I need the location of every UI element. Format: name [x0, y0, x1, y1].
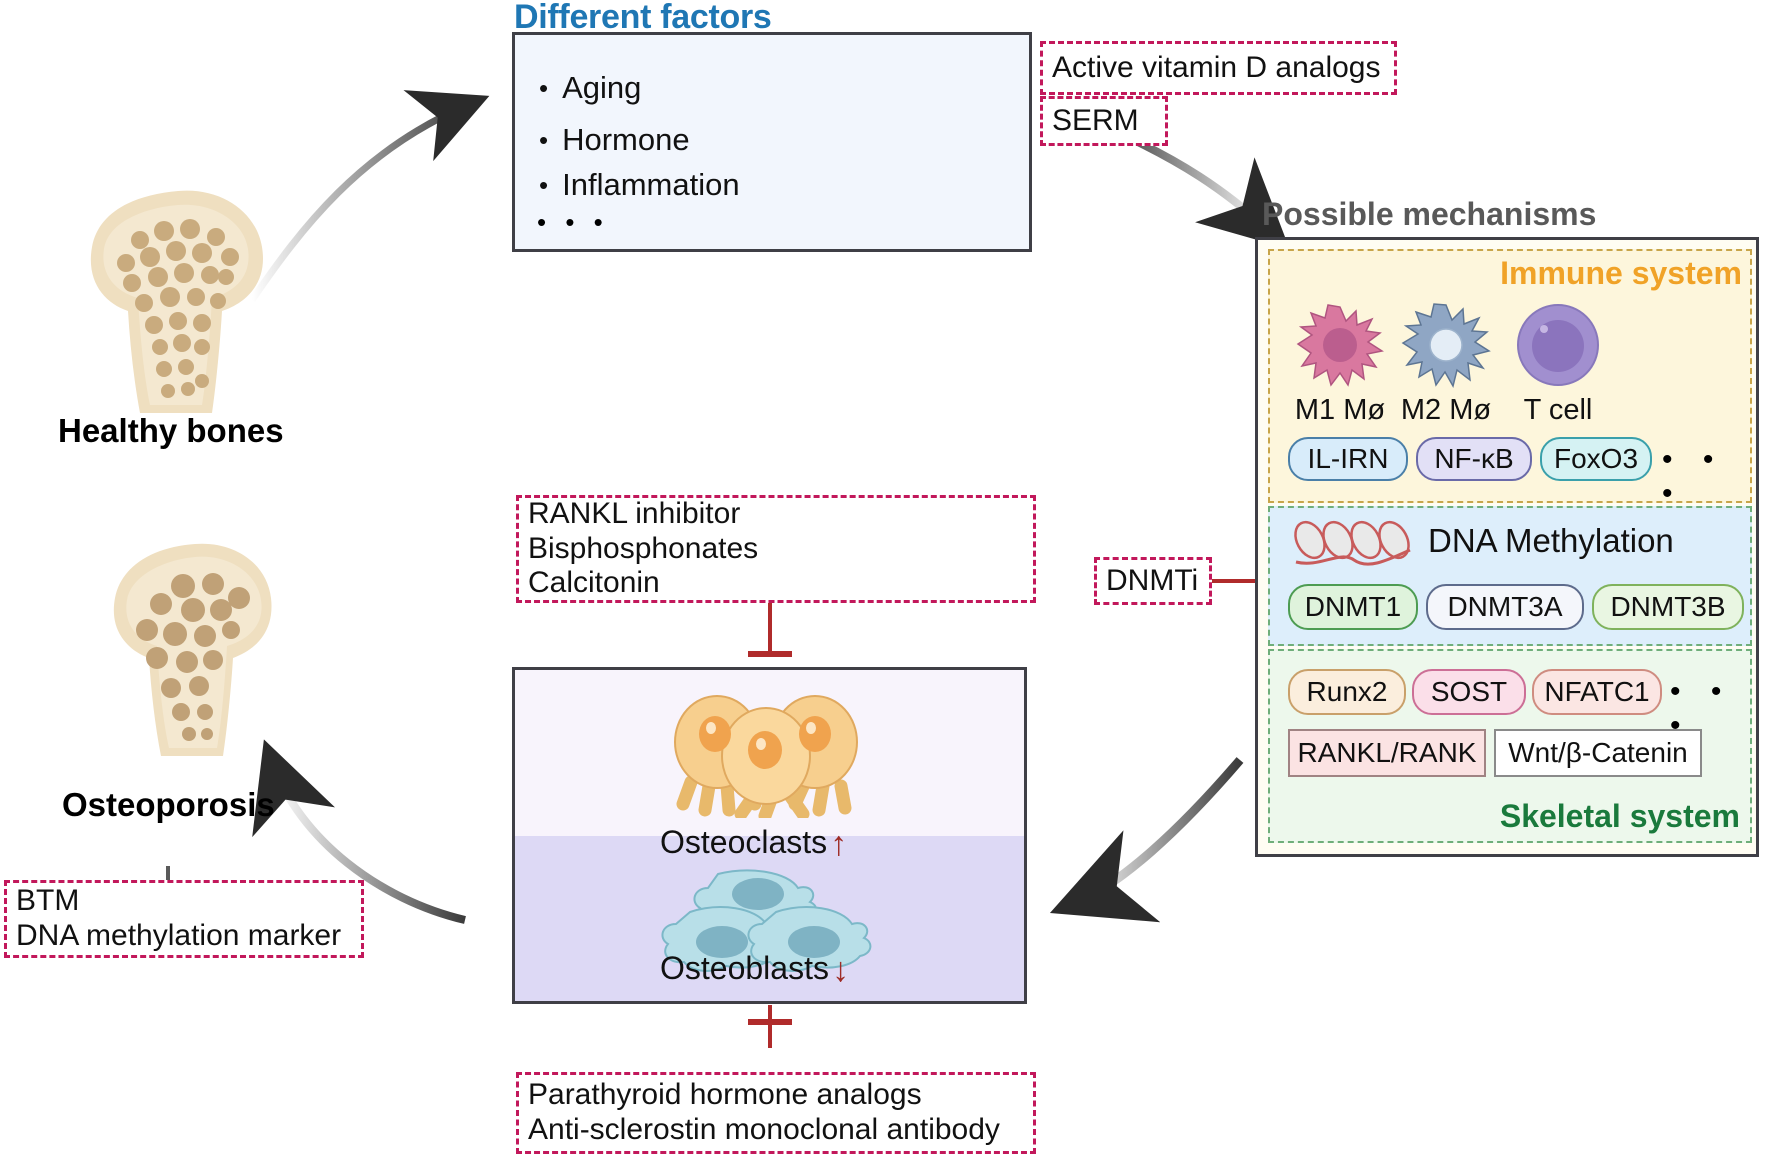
pill-dnmt3a[interactable]: DNMT3A: [1426, 584, 1584, 630]
pill-label: NF-κB: [1434, 443, 1514, 474]
immune-system-section: Immune system M1 Mø M2 Mø T cell IL-IRN: [1268, 249, 1752, 510]
osteoporosis-bone-illustration: [113, 543, 272, 756]
immune-system-label: Immune system: [1500, 255, 1742, 291]
bullet-icon: •: [539, 73, 549, 103]
immune-ellipsis: • • •: [1662, 443, 1725, 510]
m1-macrophage-label: M1 Mø: [1294, 394, 1386, 426]
pill-label: SOST: [1430, 676, 1508, 707]
pill-label: FoxO3: [1553, 443, 1639, 474]
pill-label: DNMT3A: [1447, 591, 1563, 622]
skeletal-ellipsis: • • •: [1670, 675, 1733, 742]
factor-item-hormone: • Hormone: [539, 122, 690, 158]
osteoclast-cells-icon: [674, 695, 858, 818]
osteoporosis-label: Osteoporosis: [62, 786, 275, 823]
osteoblast-agents-box[interactable]: Parathyroid hormone analogs Anti-scleros…: [516, 1072, 1036, 1154]
pill-nf-kb[interactable]: NF-κB: [1416, 437, 1532, 481]
osteoclast-inhibitors-box[interactable]: RANKL inhibitor Bisphosphonates Calciton…: [516, 495, 1036, 603]
factor-label: Aging: [562, 70, 642, 105]
tag-wnt-beta-catenin[interactable]: Wnt/β-Catenin: [1494, 729, 1702, 777]
pill-label: NFATC1: [1544, 676, 1650, 707]
osteoclast-drug-3: Calcitonin: [528, 566, 660, 600]
pill-runx2[interactable]: Runx2: [1288, 669, 1406, 715]
biomarker-line-1: BTM: [16, 884, 80, 918]
pill-il-irn[interactable]: IL-IRN: [1288, 437, 1408, 481]
skeletal-system-label: Skeletal system: [1499, 798, 1740, 834]
pill-dnmt3b[interactable]: DNMT3B: [1592, 584, 1744, 630]
pill-foxo3[interactable]: FoxO3: [1540, 437, 1652, 481]
different-factors-title: Different factors: [514, 0, 772, 36]
factor-label: Inflammation: [562, 167, 740, 202]
possible-mechanisms-panel: Immune system M1 Mø M2 Mø T cell IL-IRN: [1255, 237, 1759, 857]
factor-item-inflammation: • Inflammation: [539, 167, 740, 203]
possible-mechanisms-title: Possible mechanisms: [1262, 196, 1597, 232]
m2-macrophage-label: M2 Mø: [1400, 394, 1492, 426]
osteoblast-drug-2: Anti-sclerostin monoclonal antibody: [528, 1113, 1000, 1146]
serm-label: SERM: [1052, 103, 1139, 137]
pill-sost[interactable]: SOST: [1412, 669, 1526, 715]
different-factors-box: • Aging • Hormone • Inflammation • • •: [512, 32, 1032, 252]
bullet-icon: •: [539, 125, 549, 155]
osteoclasts-label: Osteoclasts: [660, 824, 828, 860]
biomarker-box[interactable]: BTM DNA methylation marker: [4, 880, 364, 958]
osteoclast-drug-1: RANKL inhibitor: [528, 496, 741, 530]
osteoclasts-label-group: Osteoclasts ↑: [660, 824, 847, 861]
osteoblasts-label-group: Osteoblasts ↓: [660, 950, 849, 987]
tag-label: RANKL/RANK: [1297, 737, 1477, 768]
healthy-bone-illustration: [90, 190, 263, 413]
m1-macrophage-icon: [1296, 304, 1384, 387]
osteoblast-drug-1: Parathyroid hormone analogs: [528, 1078, 922, 1112]
vitamin-d-label: Active vitamin D analogs: [1052, 50, 1381, 84]
serm-drug-box[interactable]: SERM: [1040, 96, 1168, 146]
pill-dnmt1[interactable]: DNMT1: [1288, 584, 1418, 630]
pill-label: DNMT3B: [1610, 591, 1726, 622]
dnmti-label: DNMTi: [1106, 563, 1199, 597]
dnmti-drug-box[interactable]: DNMTi: [1094, 557, 1212, 605]
tag-rankl-rank[interactable]: RANKL/RANK: [1288, 729, 1486, 777]
osteoclast-drug-2: Bisphosphonates: [528, 531, 759, 565]
healthy-bones-label: Healthy bones: [58, 412, 284, 449]
osteoblast-cells-icon: [661, 869, 872, 972]
dna-methylation-section: DNA Methylation DNMT1 DNMT3A DNMT3B: [1268, 506, 1752, 646]
arrow-mechanisms-to-cells: [1049, 757, 1244, 923]
factors-ellipsis: • • •: [537, 207, 609, 237]
t-cell-label: T cell: [1523, 394, 1593, 426]
dna-methylation-label: DNA Methylation: [1428, 522, 1674, 559]
skeletal-system-section: Runx2 SOST NFATC1 • • • RANKL/RANK Wnt/β…: [1268, 649, 1752, 843]
pill-label: Runx2: [1306, 676, 1388, 707]
osteoblasts-label: Osteoblasts: [660, 950, 829, 986]
biomarker-line-2: DNA methylation marker: [16, 919, 342, 952]
m2-macrophage-icon: [1401, 303, 1491, 388]
osteoclast-increase-arrow-icon: ↑: [830, 825, 848, 863]
dna-helix-icon: [1294, 520, 1411, 566]
pill-label: IL-IRN: [1307, 443, 1389, 474]
tag-label: Wnt/β-Catenin: [1508, 737, 1688, 768]
pill-nfatc1[interactable]: NFATC1: [1532, 669, 1662, 715]
bullet-icon: •: [539, 170, 549, 200]
pill-label: DNMT1: [1304, 591, 1402, 622]
t-cell-icon: [1517, 304, 1599, 386]
factor-item-aging: • Aging: [539, 70, 641, 106]
osteoblast-decrease-arrow-icon: ↓: [831, 951, 849, 989]
vitamin-d-drug-box[interactable]: Active vitamin D analogs: [1040, 41, 1397, 95]
factor-label: Hormone: [562, 122, 690, 157]
